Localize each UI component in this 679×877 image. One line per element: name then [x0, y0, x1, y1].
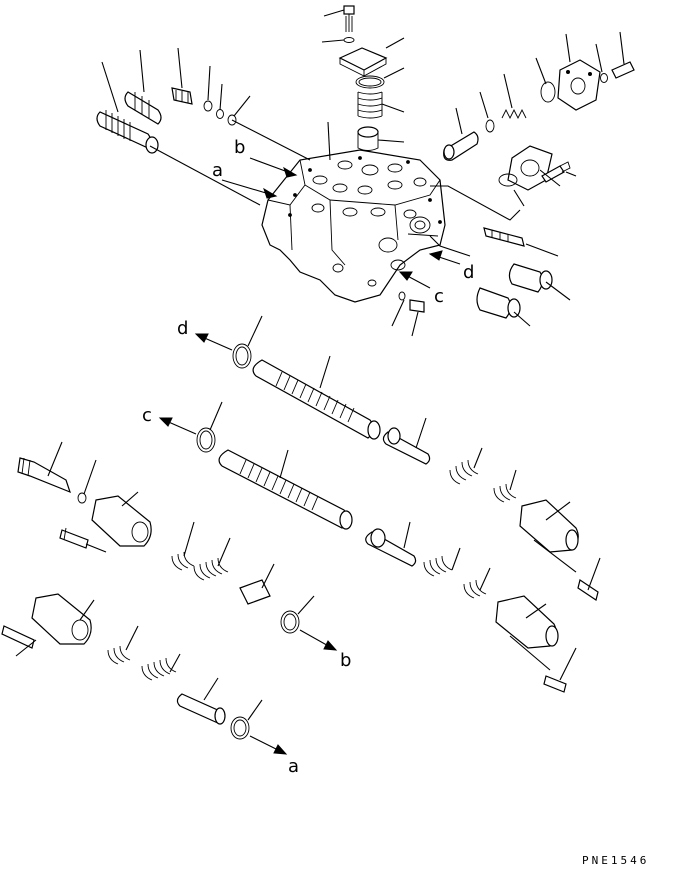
- figure-code: PNE1546: [582, 854, 649, 867]
- top-stack-parts: [338, 5, 388, 151]
- ref-label-c-mid: c: [434, 286, 444, 307]
- ref-label-d-top: d: [177, 318, 188, 339]
- ref-label-c-top: c: [142, 405, 152, 426]
- ref-label-d-mid: d: [463, 262, 474, 283]
- valve-body: [261, 149, 446, 303]
- left-mid-parts: [17, 457, 338, 651]
- ref-label-b-bottom: b: [340, 650, 351, 671]
- right-mid-parts: [365, 459, 599, 693]
- bottom-left-parts: [1, 593, 288, 755]
- ref-arrows-upper: [221, 157, 461, 289]
- upper-right-parts: [398, 59, 635, 319]
- ref-label-b-top: b: [234, 137, 245, 158]
- spool-lower: [218, 449, 353, 530]
- leader-lines-upper: [101, 9, 625, 337]
- upper-left-plugs: [96, 87, 237, 154]
- ref-label-a-bottom: a: [288, 756, 299, 777]
- leader-lines-lower: [15, 315, 601, 721]
- spool-orings: [158, 333, 252, 453]
- ref-label-a-top: a: [212, 160, 223, 181]
- spool-upper: [252, 359, 431, 465]
